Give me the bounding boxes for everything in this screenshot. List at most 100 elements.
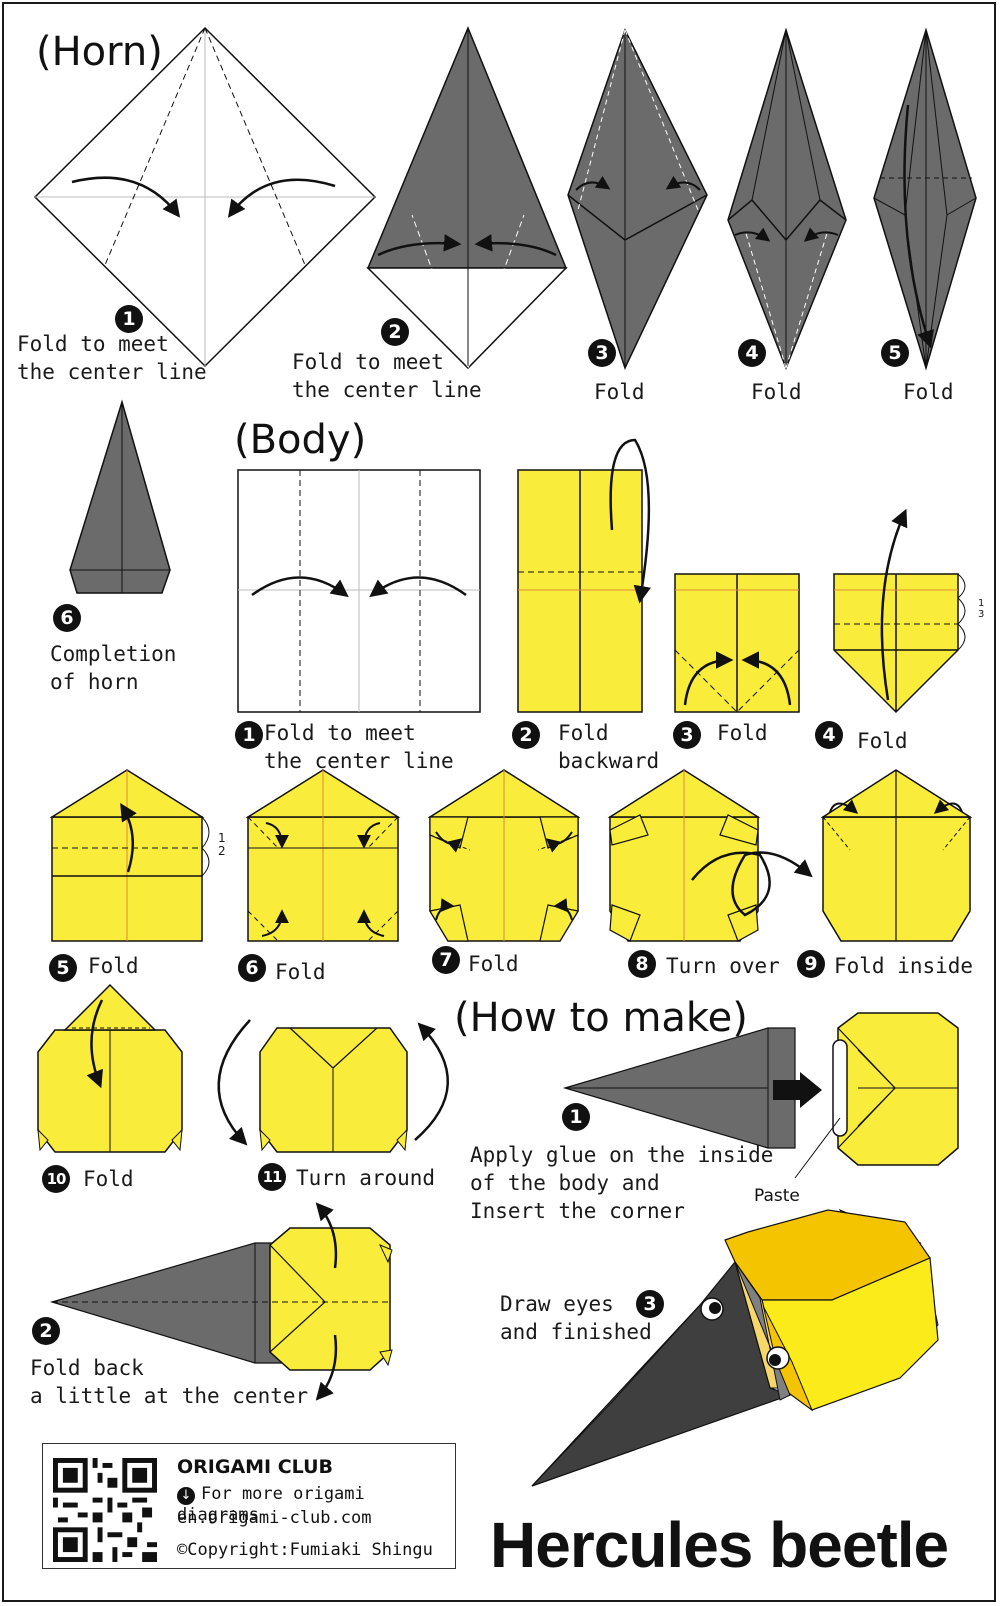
site-link[interactable]: en.origami-club.com bbox=[177, 1508, 372, 1528]
body-step9-figure bbox=[820, 769, 973, 942]
body-step4-number: 4 bbox=[815, 721, 843, 749]
horn-step3-figure bbox=[567, 28, 708, 371]
horn-step1-figure bbox=[33, 26, 377, 368]
horn-step1-number: 1 bbox=[115, 305, 143, 333]
horn-step1-label: Fold to meet the center line bbox=[17, 332, 207, 384]
body-step4-figure bbox=[833, 508, 966, 714]
curved-arrow-icon bbox=[261, 909, 289, 937]
body-step7-number: 7 bbox=[432, 946, 460, 974]
curved-arrow-icon bbox=[251, 576, 349, 598]
horn-step5-label: Fold bbox=[903, 380, 954, 404]
horn-step6-label: Completion of horn bbox=[50, 642, 177, 694]
curved-arrow-icon bbox=[357, 909, 385, 937]
horn-step5-number: 5 bbox=[881, 339, 909, 367]
section-horn-heading: (Horn) bbox=[36, 29, 163, 75]
fraction-third: 1 3 bbox=[978, 598, 985, 620]
curved-arrow-icon bbox=[265, 822, 289, 849]
body-step2-figure bbox=[517, 438, 651, 713]
assembly-step1-label: Apply glue on the inside of the body and… bbox=[470, 1143, 774, 1223]
curved-arrow-icon bbox=[435, 898, 455, 921]
assembly-step2-number: 2 bbox=[32, 1317, 60, 1345]
body-step8-figure bbox=[607, 769, 813, 942]
curved-arrow-icon bbox=[369, 576, 467, 598]
eye-icon bbox=[700, 1297, 724, 1321]
curved-arrow-icon bbox=[86, 999, 104, 1089]
horn-step6-figure bbox=[69, 399, 171, 594]
body-step10-figure bbox=[37, 983, 183, 1153]
body-step11-label: Turn around bbox=[296, 1166, 436, 1190]
horn-step3-number: 3 bbox=[588, 339, 616, 367]
body-step6-label: Fold bbox=[275, 960, 326, 984]
body-step8-number: 8 bbox=[628, 950, 656, 978]
horn-step3-label: Fold bbox=[594, 380, 645, 404]
horn-step2-label: Fold to meet the center line bbox=[292, 350, 482, 402]
more-diagrams-text: For more origami diagrams bbox=[177, 1484, 365, 1525]
horn-step4-label: Fold bbox=[751, 380, 802, 404]
body-step1-label: Fold to meet the center line bbox=[264, 721, 454, 773]
curved-arrow-icon bbox=[71, 176, 181, 218]
curved-arrow-icon bbox=[414, 1022, 450, 1141]
body-step2-number: 2 bbox=[512, 721, 540, 749]
curved-arrow-icon bbox=[545, 831, 573, 853]
body-step9-label: Fold inside bbox=[834, 954, 974, 978]
body-step11-figure bbox=[217, 1019, 450, 1153]
curved-arrow-icon bbox=[609, 438, 651, 604]
body-step6-number: 6 bbox=[238, 954, 266, 982]
horn-step2-number: 2 bbox=[381, 318, 409, 346]
assembly-step3-number: 3 bbox=[636, 1290, 664, 1318]
credit-box: ORIGAMI CLUB ↓For more origami diagrams … bbox=[42, 1443, 456, 1569]
horn-step6-number: 6 bbox=[53, 604, 81, 632]
download-arrow-icon: ↓ bbox=[177, 1487, 195, 1505]
horn-step4-figure bbox=[727, 27, 847, 371]
curved-arrow-icon bbox=[217, 1019, 251, 1146]
curved-arrow-icon bbox=[315, 1202, 338, 1269]
curved-arrow-icon bbox=[880, 508, 908, 701]
body-step2-label: Fold backward bbox=[558, 721, 660, 773]
assembly-step2-label: Fold back a little at the center bbox=[30, 1356, 309, 1408]
body-step3-label: Fold bbox=[717, 721, 768, 745]
curved-arrow-icon bbox=[683, 651, 734, 706]
more-diagrams-line: ↓For more origami diagrams bbox=[177, 1484, 455, 1525]
horn-step4-number: 4 bbox=[738, 339, 766, 367]
curved-arrow-icon bbox=[575, 175, 611, 191]
body-step7-label: Fold bbox=[468, 952, 519, 976]
body-step5-figure bbox=[49, 769, 210, 942]
curved-arrow-icon bbox=[665, 175, 701, 191]
curved-arrow-icon bbox=[691, 851, 813, 917]
body-step1-number: 1 bbox=[235, 721, 263, 749]
section-how-to-make-heading: (How to make) bbox=[454, 995, 748, 1041]
assembly-step2-figure bbox=[49, 1202, 393, 1401]
curved-arrow-icon bbox=[435, 831, 463, 853]
horn-step2-figure bbox=[366, 26, 568, 370]
page-title: Hercules beetle bbox=[490, 1509, 949, 1581]
paste-label: Paste bbox=[754, 1186, 800, 1206]
assembly-step1-figure bbox=[562, 1012, 959, 1179]
curved-arrow-icon bbox=[120, 803, 137, 873]
body-step10-number: 10 bbox=[42, 1165, 70, 1193]
body-step7-figure bbox=[427, 769, 581, 942]
curved-arrow-icon bbox=[357, 822, 381, 849]
body-step6-figure bbox=[245, 769, 401, 942]
assembly-step3-figure bbox=[531, 1208, 939, 1487]
assembly-step1-number: 1 bbox=[562, 1103, 590, 1131]
curved-arrow-icon bbox=[829, 799, 859, 814]
body-step8-label: Turn over bbox=[666, 954, 780, 978]
body-step5-number: 5 bbox=[49, 954, 77, 982]
body-step3-figure bbox=[674, 573, 800, 713]
assembly-step3-label: Draw eyes and finished bbox=[500, 1292, 652, 1344]
curved-arrow-icon bbox=[474, 234, 557, 257]
eye-icon bbox=[766, 1346, 790, 1370]
curved-arrow-icon bbox=[377, 234, 462, 257]
brand-name: ORIGAMI CLUB bbox=[177, 1456, 334, 1478]
body-step1-figure bbox=[237, 469, 481, 713]
body-step10-label: Fold bbox=[83, 1167, 134, 1191]
copyright-text: ©Copyright:Fumiaki Shingu bbox=[177, 1540, 433, 1560]
section-body-heading: (Body) bbox=[234, 417, 367, 463]
curved-arrow-icon bbox=[315, 1334, 338, 1401]
body-step3-number: 3 bbox=[673, 721, 701, 749]
horn-step5-figure bbox=[873, 27, 977, 371]
curved-arrow-icon bbox=[227, 178, 336, 218]
curved-arrow-icon bbox=[933, 799, 963, 814]
